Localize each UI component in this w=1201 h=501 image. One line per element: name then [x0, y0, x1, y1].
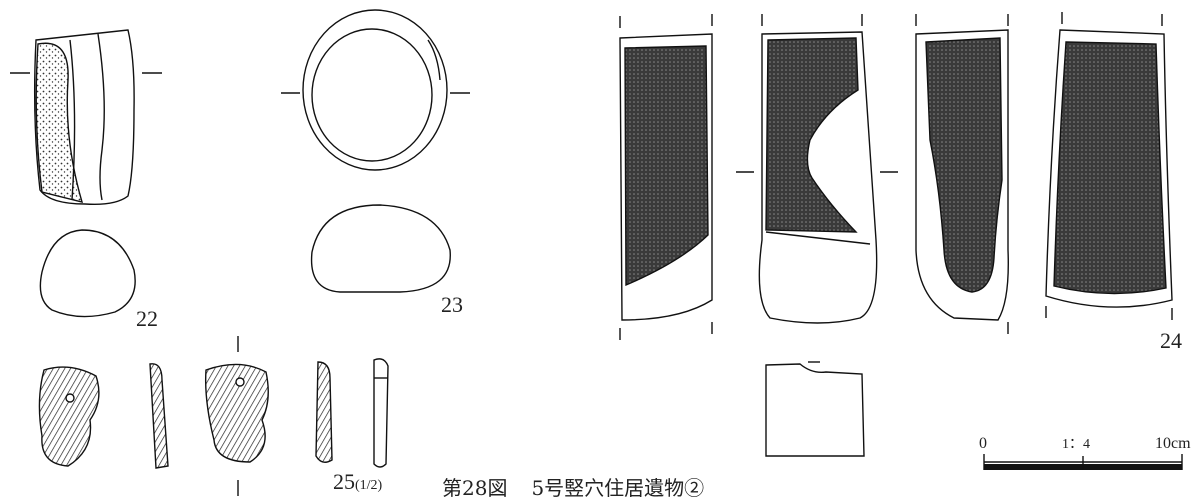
- scale-ratio-label: 1：4: [1062, 437, 1090, 452]
- artifact-25-view-e: [373, 358, 389, 468]
- figure-number-22: 22: [136, 306, 158, 331]
- scale-start-label: 0: [979, 435, 987, 452]
- artifact-23-front: [281, 9, 470, 171]
- caption-figure-number: 第28図: [442, 476, 508, 500]
- figure-number-25-scale: (1/2): [355, 478, 383, 493]
- artifact-24-view-b: [736, 14, 898, 324]
- figure-number-24: 24: [1160, 328, 1182, 353]
- artifact-25-view-d: [315, 361, 333, 463]
- scale-end-label: 10cm: [1155, 435, 1191, 452]
- artifact-22-front: [10, 29, 162, 206]
- artifact-22-section: [39, 229, 136, 318]
- figure-number-25-text: 25: [333, 469, 355, 494]
- artifact-25-view-b: [149, 363, 169, 469]
- caption-title: 5号竪穴住居遺物②: [531, 476, 705, 500]
- artifact-24-section: [765, 361, 865, 457]
- figure-number-23: 23: [441, 292, 463, 317]
- scale-bar: [983, 454, 1183, 470]
- artifact-25-view-a: [38, 366, 100, 467]
- artifact-23-section: [310, 204, 451, 293]
- artifact-24-view-c: [915, 14, 1009, 334]
- artifact-24-view-a: [619, 14, 713, 340]
- artifact-25-view-c: [205, 336, 269, 496]
- artifact-24-view-d: [1045, 12, 1173, 320]
- figure-caption: 第28図 5号竪穴住居遺物②: [442, 472, 704, 501]
- figure-number-25: 25(1/2): [333, 471, 382, 493]
